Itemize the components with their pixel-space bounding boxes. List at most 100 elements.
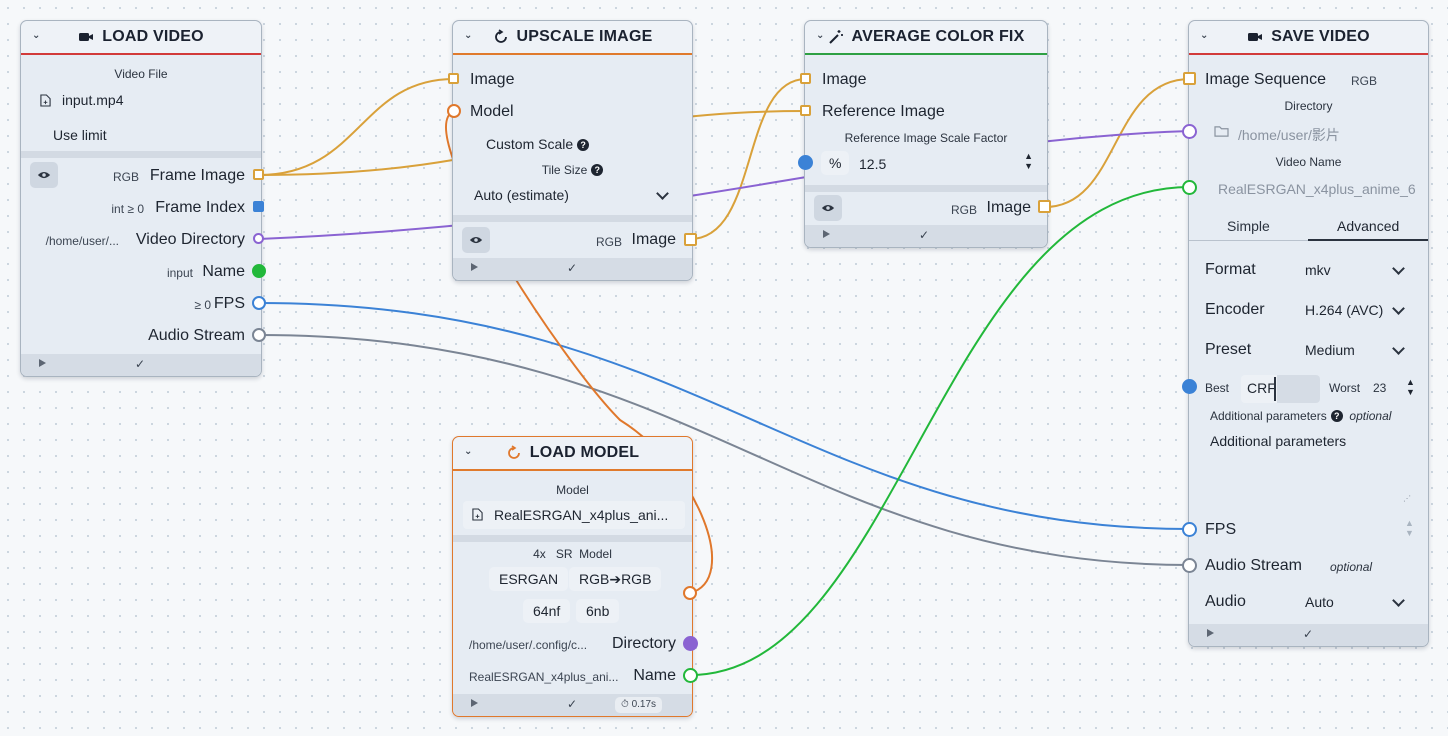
audio-value: Auto [1305,594,1334,610]
name-output-port[interactable] [683,668,698,683]
fps-output-port[interactable] [252,296,266,310]
format-value: mkv [1305,262,1331,278]
crf-best-label: Best [1205,381,1230,395]
scale-factor-input[interactable]: % 12.5 ▲▼ [821,149,1035,177]
reference-image-input-port[interactable] [800,105,811,116]
preset-value: Medium [1305,342,1355,358]
preview-eye-icon[interactable] [30,162,58,188]
wire-name [689,186,1191,676]
image-sequence-input-port[interactable] [1183,72,1196,85]
wire-directory [258,130,1191,240]
tab-simple[interactable]: Simple [1227,218,1270,234]
wire-audio [258,334,1191,566]
preset-dropdown[interactable]: Medium [1295,336,1415,364]
play-icon[interactable] [471,699,478,707]
magic-wand-icon [828,30,843,44]
nf-chip: 64nf [523,599,571,623]
directory-value: /home/user/.config/c... [469,638,588,652]
model-file-input[interactable]: RealESRGAN_x4plus_ani... [463,501,685,529]
save-video-node[interactable]: ⌄ SAVE VIDEO Image Sequence RGB Director… [1188,20,1429,647]
image-output-port[interactable] [1038,200,1051,213]
play-icon[interactable] [823,230,830,238]
play-icon[interactable] [1207,629,1214,637]
audio-stream-input-port[interactable] [1182,558,1197,573]
crf-slider-handle[interactable] [1274,377,1276,401]
name-output-port[interactable] [252,264,266,278]
collapse-chevron-icon[interactable]: ⌄ [1200,30,1209,41]
image-output-label: Image [631,231,676,248]
video-camera-icon [79,33,94,41]
stepper-arrows-icon[interactable]: ▲▼ [1405,518,1414,538]
use-limit-toggle[interactable]: Use limit [53,127,107,143]
tile-size-dropdown[interactable]: Auto (estimate) [463,181,681,209]
check-icon: ✓ [1303,627,1314,641]
crf-input-port[interactable] [1182,379,1197,394]
preview-eye-icon[interactable] [462,227,490,253]
model-output-port[interactable] [683,586,697,600]
optional-tag: optional [1349,409,1392,423]
fps-input-port[interactable] [1182,522,1197,537]
crf-slider[interactable]: CRF [1241,375,1320,403]
format-dropdown[interactable]: mkv [1295,256,1415,284]
load-model-header[interactable]: ⌄ LOAD MODEL [453,437,692,471]
encoder-label: Encoder [1205,301,1265,318]
image-output-port[interactable] [684,233,697,246]
audio-dropdown[interactable]: Auto [1295,588,1415,616]
collapse-chevron-icon[interactable]: ⌄ [464,30,473,41]
video-file-input[interactable]: input.mp4 [31,87,251,115]
help-icon[interactable]: ? [591,164,604,176]
video-directory-value: /home/user/... [45,234,119,248]
video-name-input-port[interactable] [1182,180,1197,195]
help-icon[interactable]: ? [577,139,590,151]
average-color-fix-header[interactable]: ⌄ AVERAGE COLOR FIX [805,21,1047,55]
play-icon[interactable] [39,359,46,367]
additional-parameters-textarea[interactable]: Additional parameters ⋰ [1203,425,1415,505]
node-footer: ✓ ⏱ 0.17s [453,694,692,716]
wire-colorfix-to-save [1044,78,1191,208]
collapse-chevron-icon[interactable]: ⌄ [32,30,41,41]
resize-handle-icon[interactable]: ⋰ [1403,494,1411,503]
help-icon[interactable]: ? [1330,410,1343,422]
collapse-chevron-icon[interactable]: ⌄ [816,30,825,41]
directory-input[interactable]: /home/user/影片 [1205,119,1417,147]
video-camera-icon [1248,33,1263,41]
video-name-input[interactable]: RealESRGAN_x4plus_anime_6 [1205,175,1417,203]
check-icon: ✓ [919,228,930,242]
architecture-chip: ESRGAN [489,567,569,591]
fps-output-label: FPS [213,295,245,312]
additional-parameters-placeholder: Additional parameters [1210,433,1347,449]
image-input-port[interactable] [448,73,459,84]
model-info-label: Model [579,547,612,561]
model-input-port[interactable] [447,104,461,118]
load-video-node[interactable]: ⌄ LOAD VIDEO Video File input.mp4 Use li… [20,20,262,377]
frame-image-output-port[interactable] [253,169,264,180]
average-color-fix-node[interactable]: ⌄ AVERAGE COLOR FIX Image Reference Imag… [804,20,1048,248]
tile-size-label: Tile Size? [453,163,692,177]
save-video-header[interactable]: ⌄ SAVE VIDEO [1189,21,1428,55]
stepper-arrows-icon[interactable]: ▲▼ [1406,377,1415,397]
stepper-arrows-icon[interactable]: ▲▼ [1024,151,1033,171]
image-input-port[interactable] [800,73,811,84]
collapse-chevron-icon[interactable]: ⌄ [464,446,473,457]
directory-input-port[interactable] [1182,124,1197,139]
scale-factor-input-port[interactable] [798,155,813,170]
encoder-dropdown[interactable]: H.264 (AVC) [1295,296,1415,324]
preview-eye-icon[interactable] [814,195,842,221]
directory-output-port[interactable] [683,636,698,651]
video-directory-output-port[interactable] [253,233,264,244]
tab-advanced[interactable]: Advanced [1337,218,1400,234]
custom-scale-toggle[interactable]: Custom Scale? [486,136,590,152]
audio-stream-output-port[interactable] [252,328,266,342]
node-title: LOAD MODEL [529,444,640,461]
image-sequence-type: RGB [1351,74,1378,88]
play-icon[interactable] [471,263,478,271]
load-video-header[interactable]: ⌄ LOAD VIDEO [21,21,261,55]
fps-input-label: FPS [1205,521,1237,538]
frame-index-output-port[interactable] [253,201,264,212]
scale-factor-value: 12.5 [859,156,887,172]
upscale-image-node[interactable]: ⌄ UPSCALE IMAGE Image Model Custom Scale… [452,20,693,281]
reference-image-input-label: Reference Image [822,103,945,120]
upscale-image-header[interactable]: ⌄ UPSCALE IMAGE [453,21,692,55]
load-model-node[interactable]: ⌄ LOAD MODEL Model RealESRGAN_x4plus_ani… [452,436,693,717]
refresh-icon [507,445,520,459]
